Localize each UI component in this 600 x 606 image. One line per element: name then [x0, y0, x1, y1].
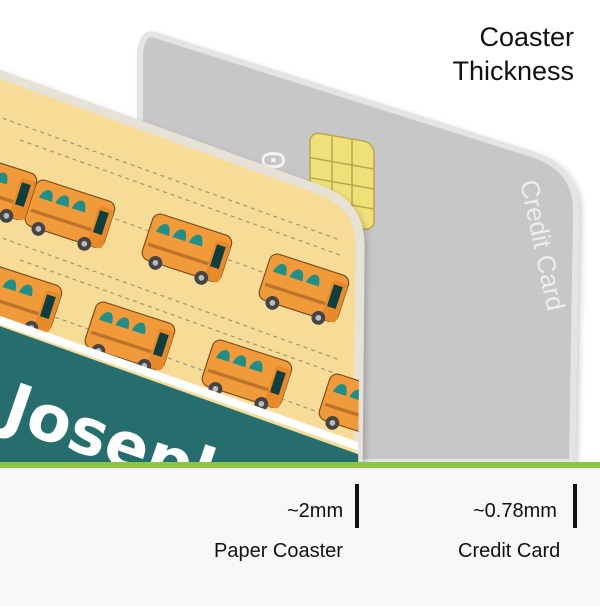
coaster-thickness-bar — [355, 484, 359, 528]
card-label: Credit Card — [458, 540, 561, 562]
coaster-label: Paper Coaster — [214, 540, 343, 562]
paper-coaster: Josepl — [0, 69, 365, 485]
title-line-1: Coaster — [479, 22, 574, 52]
name-band — [0, 312, 361, 480]
measurement-panel — [0, 462, 600, 606]
title-line-2: Thickness — [452, 56, 574, 86]
page-title: Coaster Thickness — [452, 20, 574, 88]
card-thickness-bar — [573, 484, 577, 528]
coaster-thickness-value: ~2mm — [287, 500, 344, 522]
card-thickness-value: ~0.78mm — [473, 500, 557, 522]
